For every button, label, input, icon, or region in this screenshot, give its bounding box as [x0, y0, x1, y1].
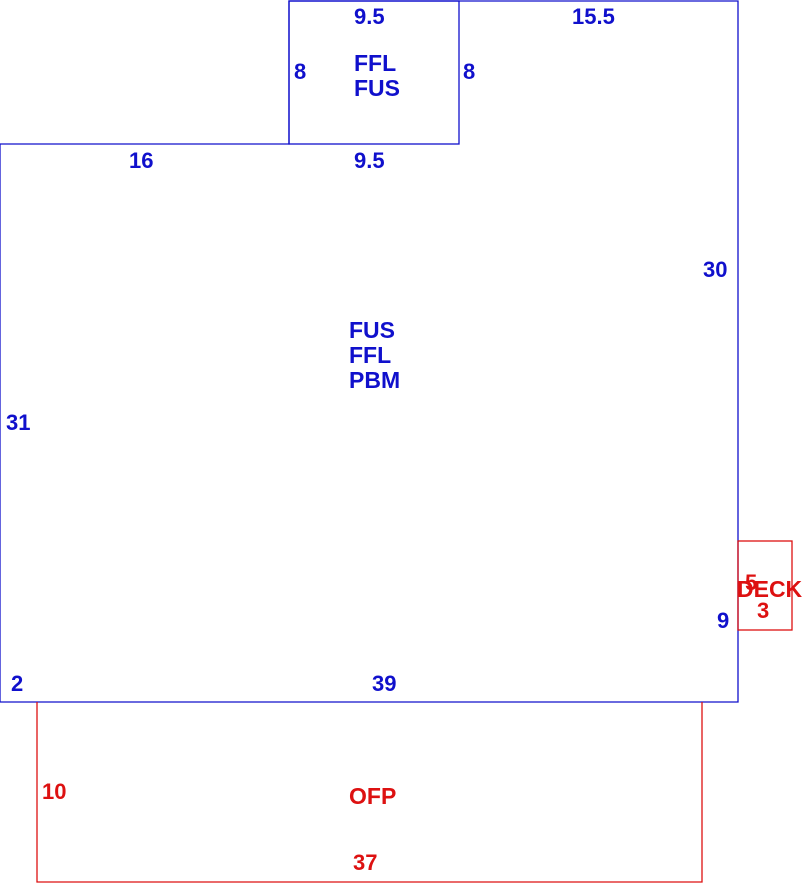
upper-addition-code-2: FUS — [354, 75, 400, 101]
main-top-right-dimension: 15.5 — [572, 4, 615, 29]
deck-depth-dimension: 3 — [757, 598, 770, 623]
main-top-left-dimension: 16 — [129, 148, 154, 173]
porch-outline — [36, 702, 703, 883]
main-structure-outline — [0, 0, 739, 703]
deck-outline — [737, 540, 793, 631]
upper-addition-left-dimension: 8 — [294, 59, 307, 84]
upper-addition-top-dimension: 9.5 — [354, 4, 385, 29]
deck-width-dimension: 5 — [745, 570, 758, 595]
main-bottom-dimension: 39 — [372, 671, 397, 696]
deck-label: DECK — [737, 576, 803, 602]
main-left-dimension: 31 — [6, 410, 31, 435]
main-notch-dimension: 9 — [717, 608, 730, 633]
upper-addition-right-dimension: 8 — [463, 59, 476, 84]
main-code-1: FUS — [349, 317, 395, 343]
main-right-dimension: 30 — [703, 257, 728, 282]
upper-addition-code-1: FFL — [354, 50, 397, 76]
main-jog-dimension: 2 — [11, 671, 24, 696]
main-code-3: PBM — [349, 367, 401, 393]
upper-addition-bottom-dimension: 9.5 — [354, 148, 385, 173]
porch-label: OFP — [349, 783, 397, 809]
main-code-2: FFL — [349, 342, 392, 368]
porch-side-dimension: 10 — [42, 779, 67, 804]
porch-bottom-dimension: 37 — [353, 850, 378, 875]
